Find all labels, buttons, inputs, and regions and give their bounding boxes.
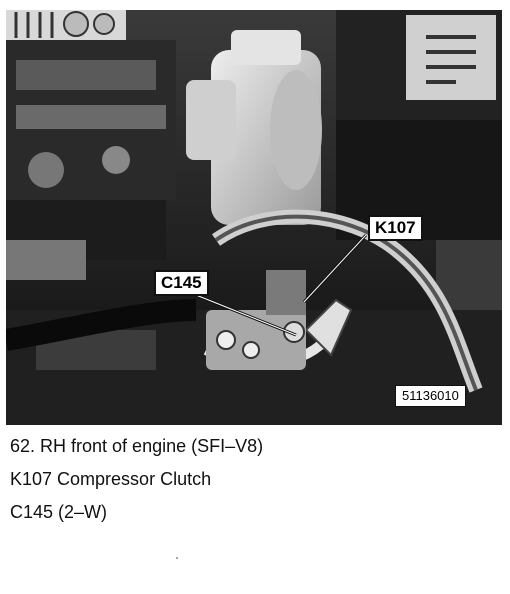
c145-callout: C145 [154,270,209,296]
scan-speck [176,557,178,559]
engine-photo [6,10,502,425]
k107-callout: K107 [368,215,423,241]
figure-caption: 62. RH front of engine (SFI–V8) K107 Com… [10,430,263,529]
caption-component: K107 Compressor Clutch [10,469,212,489]
engine-photo-drawing [6,10,502,425]
caption-connector: C145 (2–W) [10,502,108,522]
caption-title: 62. RH front of engine (SFI–V8) [10,436,264,456]
figure-reference-number: 51136010 [395,385,466,407]
